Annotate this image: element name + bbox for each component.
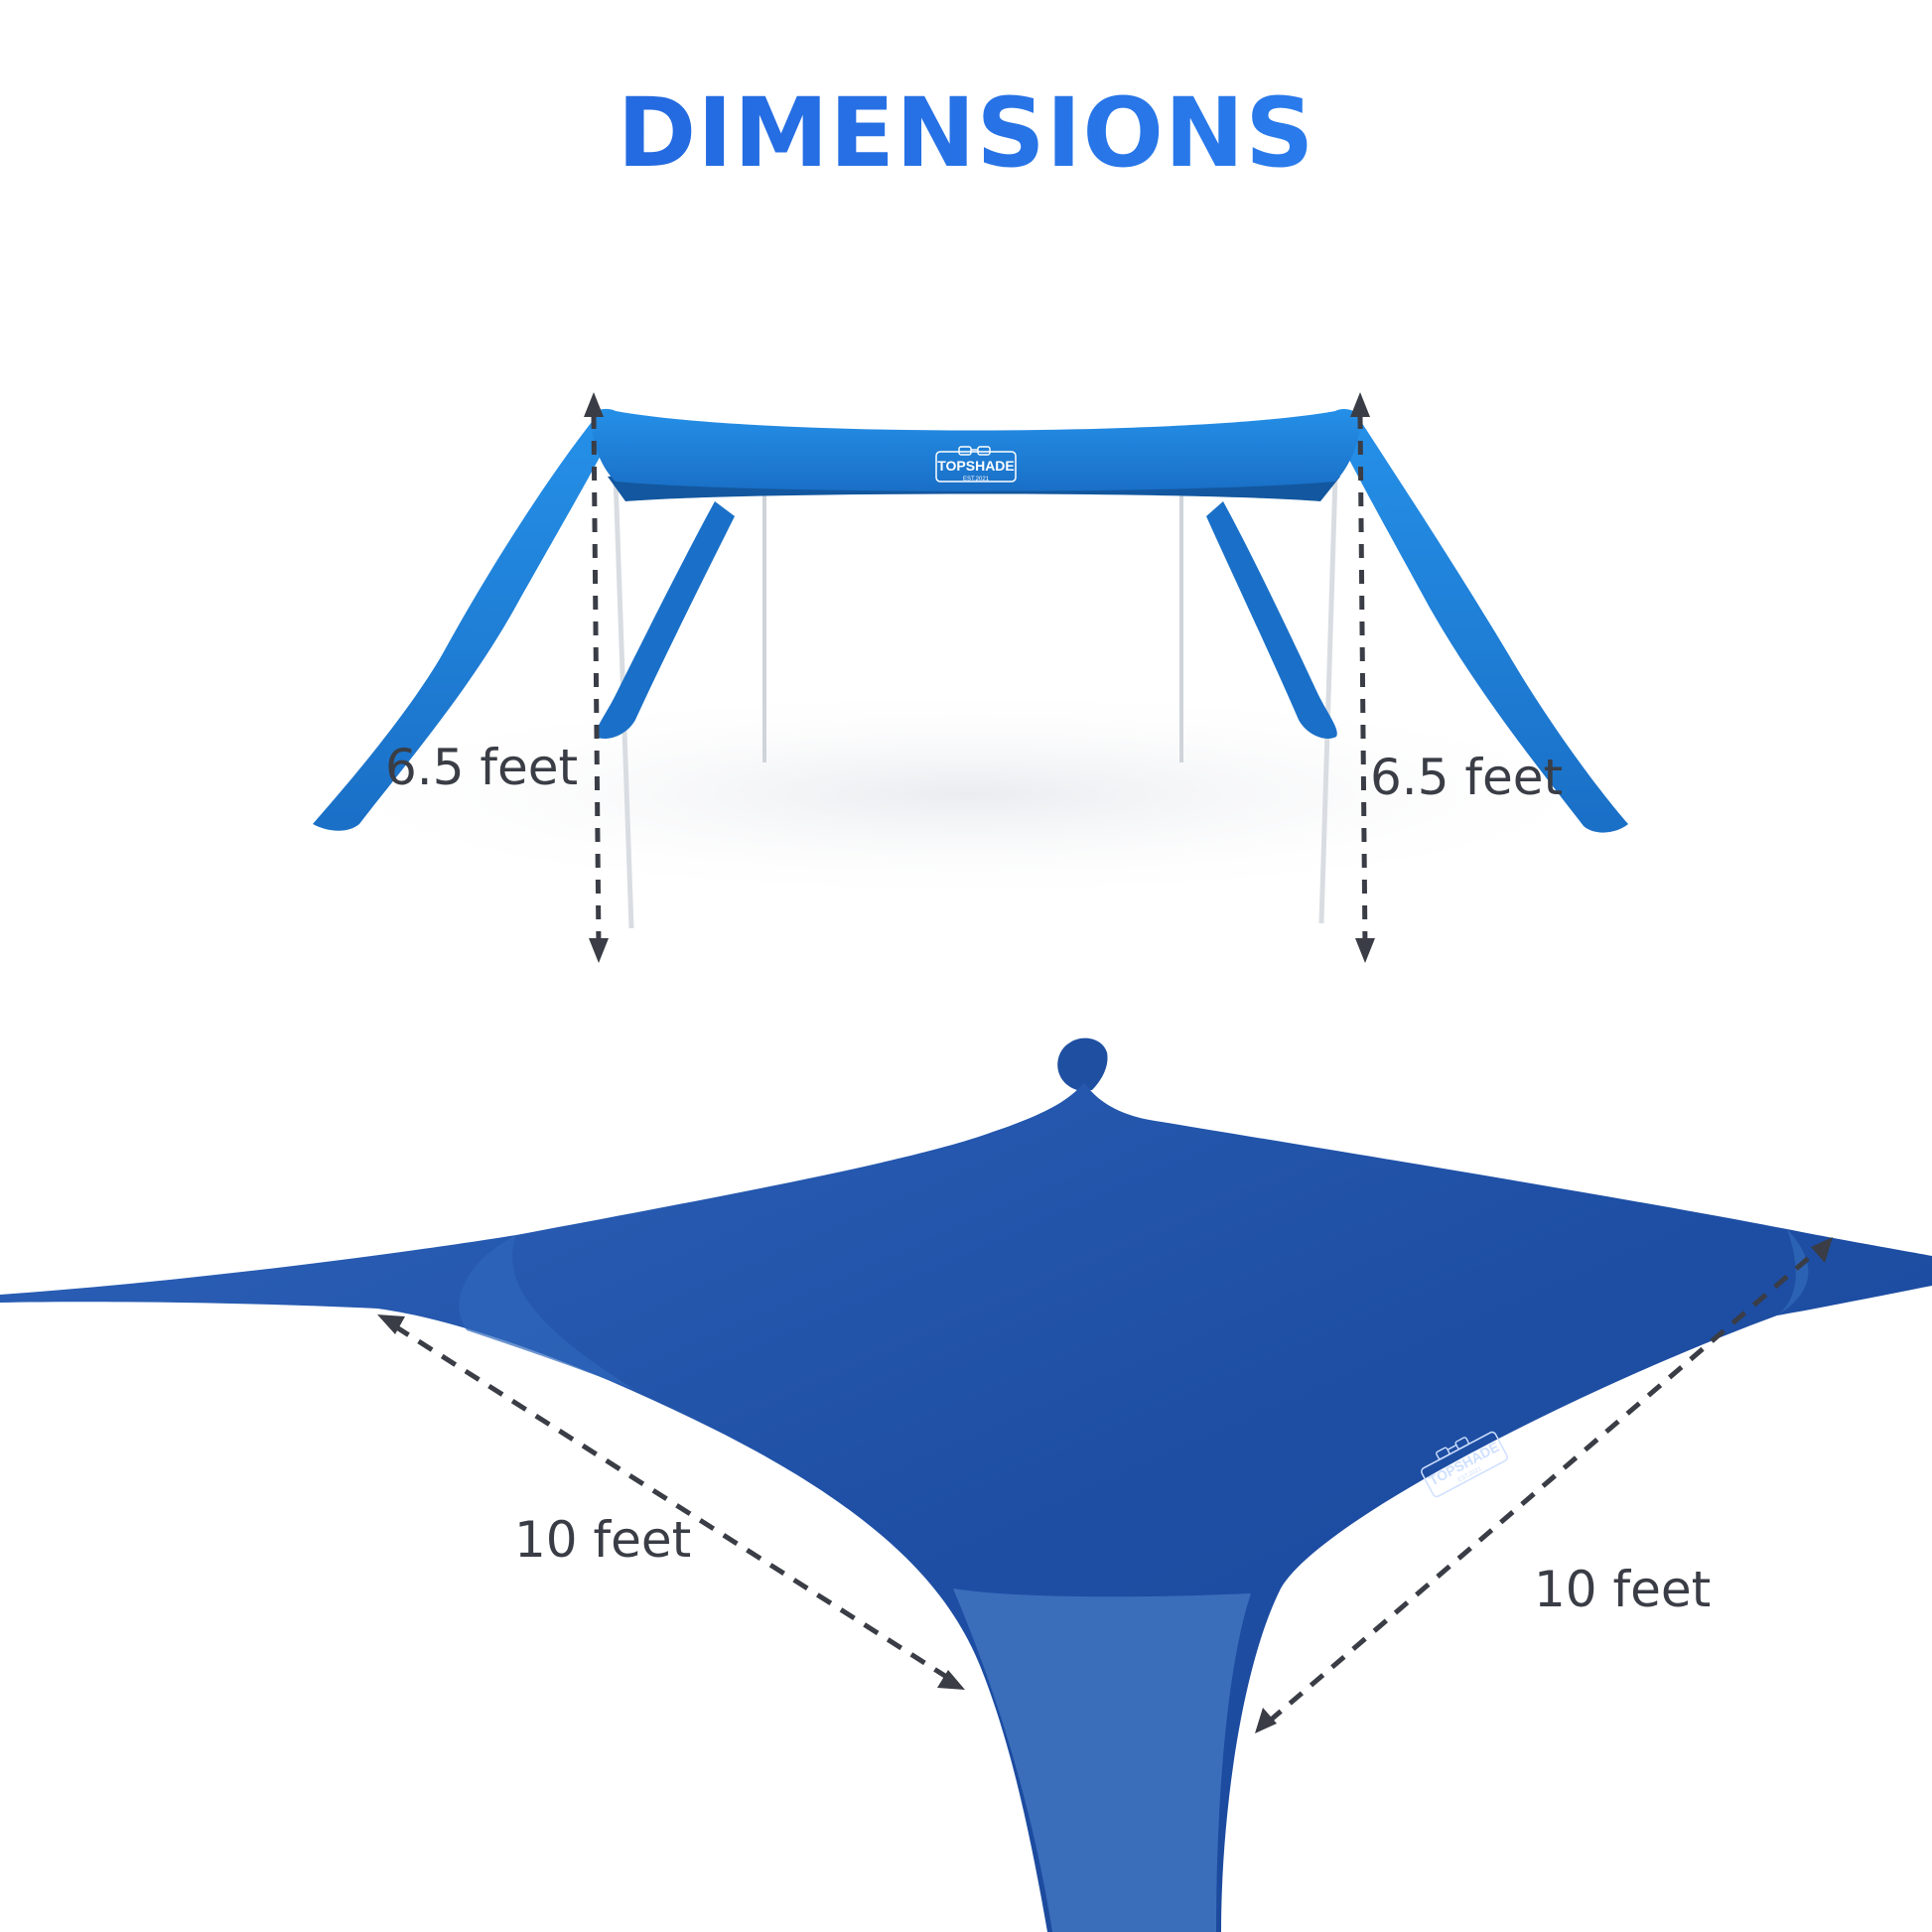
width-arrow-right (1255, 1237, 1833, 1733)
height-arrow-left (584, 392, 609, 963)
sunglasses-icon (1436, 1437, 1469, 1460)
width-label-left: 10 feet (514, 1511, 692, 1569)
brand-badge (935, 446, 1017, 483)
sunglasses-icon (958, 446, 991, 456)
canopy-leg-left (313, 417, 608, 831)
width-label-right: 10 feet (1534, 1561, 1712, 1618)
canopy-upright (273, 408, 1663, 929)
canopy-flat: TOPSHADE EST.2021 (0, 1037, 1932, 1932)
pole-front-right (1318, 476, 1338, 924)
width-arrow-left (377, 1314, 965, 1690)
canopy-leg-back-left (595, 501, 735, 740)
brand-sub-top: EST.2021 (963, 477, 990, 483)
top-corner-knob (1057, 1037, 1108, 1090)
brand-name-top: TOPSHADE (937, 458, 1015, 474)
page-title: DIMENSIONS (0, 77, 1932, 189)
canopy-leg-right (1340, 417, 1628, 833)
flat-canopy-body (0, 1082, 1932, 1932)
height-label-right: 6.5 feet (1370, 749, 1564, 806)
height-label-left: 6.5 feet (385, 739, 579, 796)
canopy-leg-back-right (1206, 501, 1337, 740)
height-arrow-right (1350, 392, 1375, 963)
